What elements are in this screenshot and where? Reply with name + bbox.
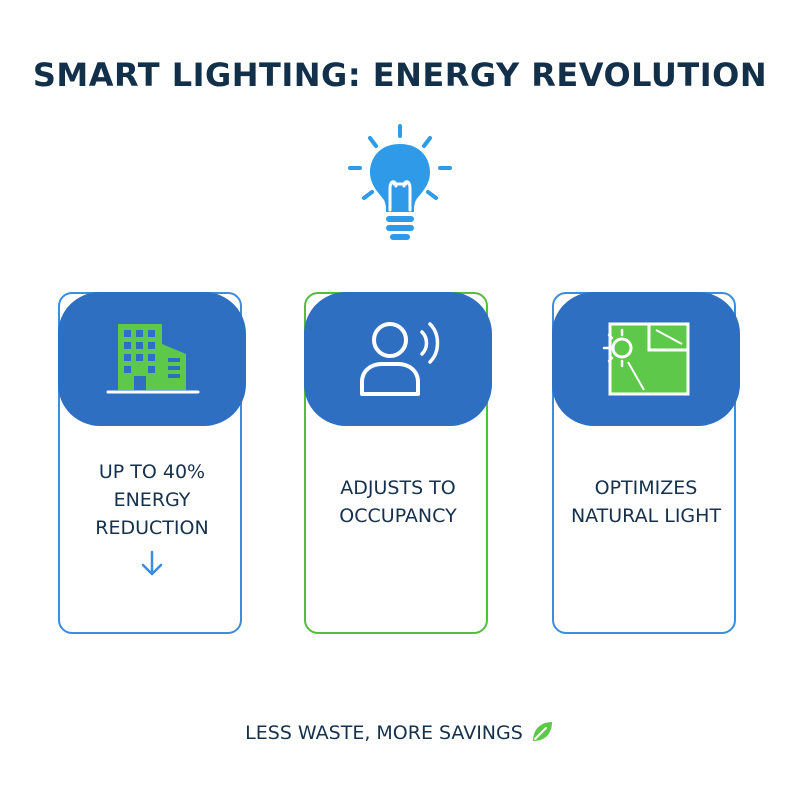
- footer-tagline: LESS WASTE, MORE SAVINGS: [0, 721, 800, 745]
- card-text: ADJUSTS TO OCCUPANCY: [339, 477, 457, 527]
- footer-text: LESS WASTE, MORE SAVINGS: [245, 722, 523, 744]
- card-energy-reduction: UP TO 40% ENERGY REDUCTION: [58, 292, 246, 634]
- card-natural-light: OPTIMIZES NATURAL LIGHT: [552, 292, 740, 634]
- card-text: OPTIMIZES NATURAL LIGHT: [570, 477, 722, 527]
- page-title: SMART LIGHTING: ENERGY REVOLUTION: [32, 56, 768, 94]
- card-header: [58, 292, 246, 426]
- sunlit-window-icon: [602, 322, 690, 396]
- card-occupancy: ADJUSTS TO OCCUPANCY: [304, 292, 492, 634]
- card-header: [304, 292, 492, 426]
- office-building-icon: [106, 324, 200, 394]
- light-bulb-icon: [348, 124, 452, 240]
- card-text: UP TO 40% ENERGY REDUCTION: [95, 461, 209, 539]
- card-header: [552, 292, 740, 426]
- person-sensor-icon: [360, 322, 440, 396]
- down-arrow-icon: [141, 550, 163, 576]
- leaf-icon: [532, 721, 552, 741]
